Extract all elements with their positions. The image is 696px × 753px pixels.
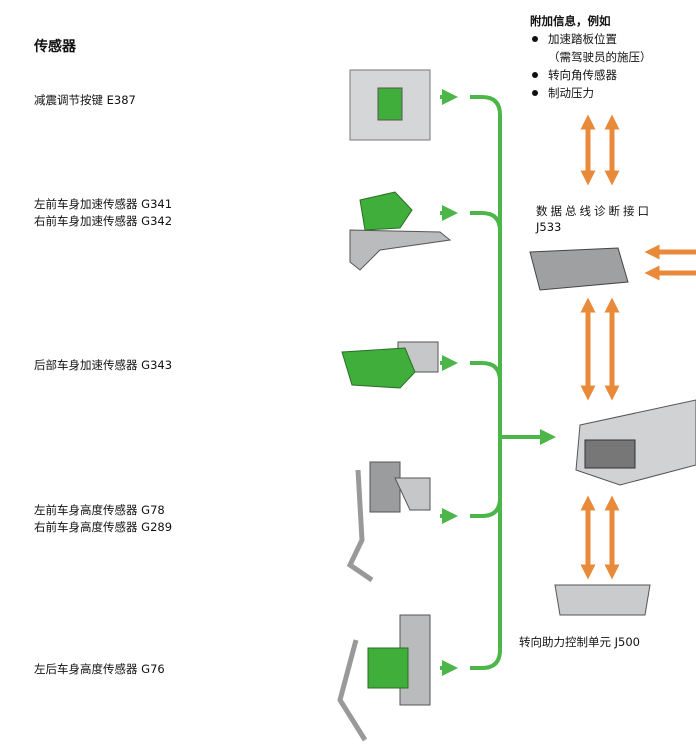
sensor-label-g341: 左前车身加速传感器 G341 xyxy=(34,197,173,211)
info-heading: 附加信息，例如 xyxy=(530,14,611,28)
signal-lines xyxy=(440,89,556,676)
signal-branch xyxy=(470,497,502,518)
info-item: 加速踏板位置 xyxy=(530,30,652,48)
signal-branch xyxy=(470,361,502,382)
accel-sensor-g343 xyxy=(341,341,439,389)
steering-control-unit-j500 xyxy=(554,584,651,616)
sensor-label-g78: 左前车身高度传感器 G78 xyxy=(34,503,165,517)
damper-button-e387 xyxy=(349,69,431,141)
diag-interface-name: 数据总线诊断接口 xyxy=(536,204,652,218)
info-item: 制动压力 xyxy=(530,84,652,102)
diag-interface-code: J533 xyxy=(536,220,562,234)
additional-info: 附加信息，例如 加速踏板位置 （需驾驶员的施压） 转向角传感器 制动压力 xyxy=(530,12,652,102)
height-sensor-g78-g289 xyxy=(346,461,431,583)
steering-unit-label: 转向助力控制单元 J500 xyxy=(519,635,640,649)
signal-trunk xyxy=(470,95,502,670)
sensor-label-g289: 右前车身高度传感器 G289 xyxy=(34,520,173,534)
accel-sensor-g341-g342 xyxy=(349,191,452,271)
damping-control-unit xyxy=(575,399,696,486)
info-item: （需驾驶员的施压） xyxy=(548,50,652,64)
section-title: 传感器 xyxy=(34,39,76,55)
height-sensor-g76 xyxy=(337,614,431,742)
signal-branch xyxy=(470,211,502,232)
sensor-label-g76: 左后车身高度传感器 G76 xyxy=(34,662,165,676)
sensor-label-g343: 后部车身加速传感器 G343 xyxy=(34,358,173,372)
sensor-label-e387: 减震调节按键 E387 xyxy=(34,93,136,107)
info-item: 转向角传感器 xyxy=(530,66,652,84)
diag-interface-j533 xyxy=(529,247,629,291)
sensor-label-g342: 右前车身加速传感器 G342 xyxy=(34,214,173,228)
data-arrows xyxy=(580,114,696,580)
